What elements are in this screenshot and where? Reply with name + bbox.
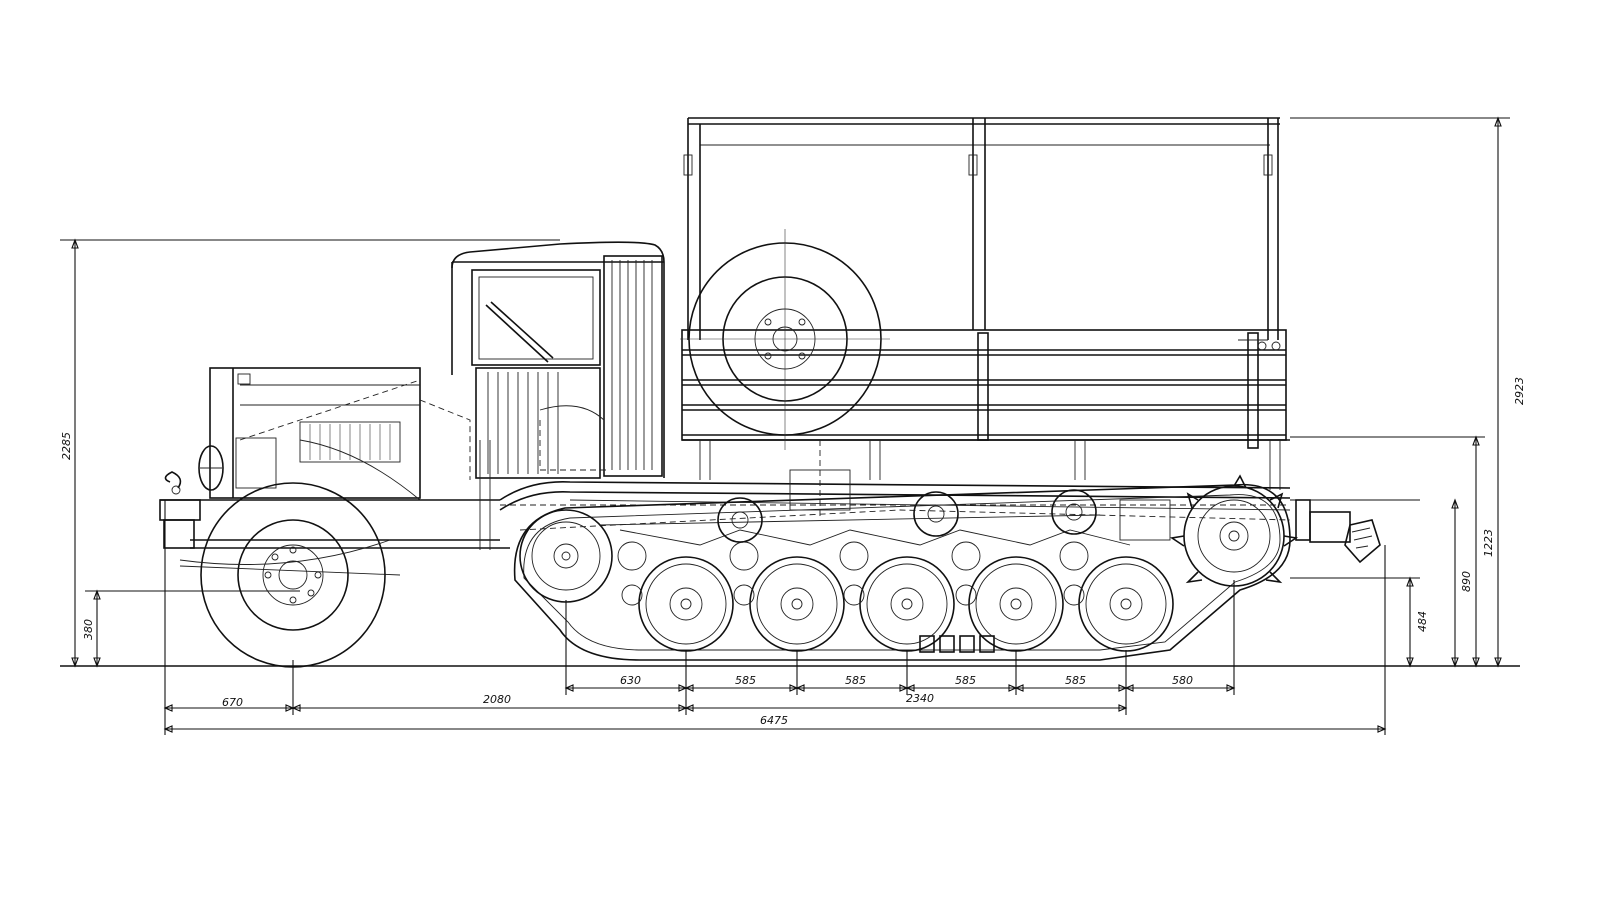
dim-580: 580 [1172, 674, 1193, 687]
tow-hook [164, 471, 182, 495]
dim-380: 380 [82, 619, 95, 640]
dim-585-c: 585 [955, 674, 976, 687]
dim-2080: 2080 [483, 693, 511, 706]
return-rollers [717, 489, 1097, 543]
engine-hood [209, 367, 471, 501]
dim-6475: 6475 [760, 714, 788, 727]
dim-890: 890 [1460, 571, 1473, 592]
drivetrain [479, 440, 1171, 550]
road-wheel-5 [1078, 556, 1174, 652]
dimension-lines [60, 116, 1510, 735]
dim-670: 670 [222, 696, 243, 709]
dim-484: 484 [1416, 611, 1429, 632]
front-wheel [179, 482, 391, 668]
road-wheel-1 [638, 556, 734, 652]
dim-630: 630 [620, 674, 641, 687]
road-wheel-2 [749, 556, 845, 652]
headlight [198, 445, 224, 491]
suspension-bogies [617, 529, 1131, 606]
dim-585-a: 585 [735, 674, 756, 687]
dim-585-b: 585 [845, 674, 866, 687]
dim-1223: 1223 [1482, 529, 1495, 557]
cargo-body [681, 329, 1290, 490]
road-wheel-3 [859, 556, 955, 652]
track-idler [519, 509, 613, 603]
spare-wheel [680, 229, 890, 450]
dim-2285: 2285 [60, 432, 73, 460]
dim-585-d: 585 [1065, 674, 1086, 687]
road-wheel-4 [968, 556, 1064, 652]
cab [451, 241, 665, 479]
dim-2340: 2340 [906, 692, 934, 705]
canopy-frame [683, 117, 1280, 340]
front-bumper [159, 499, 500, 549]
rear-hitch [1295, 499, 1381, 564]
track-assembly [513, 483, 1291, 661]
dim-2923: 2923 [1513, 377, 1526, 405]
